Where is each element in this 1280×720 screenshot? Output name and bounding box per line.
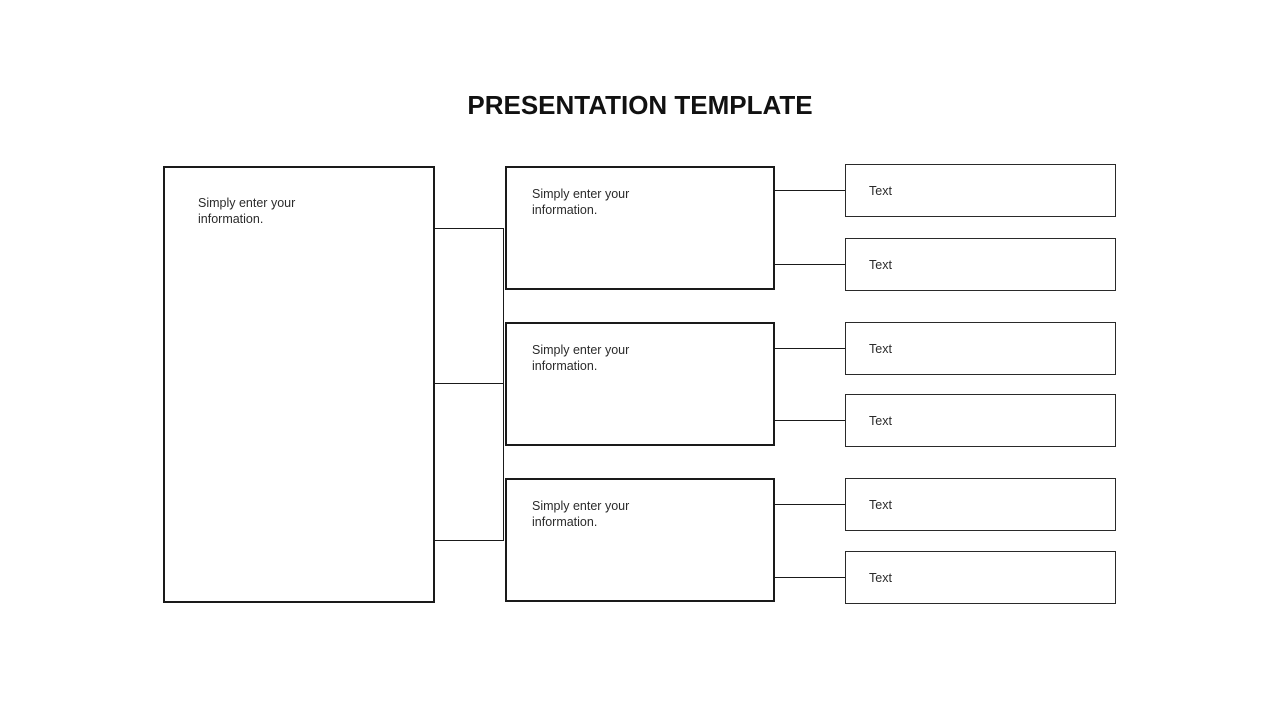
connector-text-1 [775, 190, 845, 191]
slide-title[interactable]: PRESENTATION TEMPLATE [467, 90, 813, 120]
connector-text-3 [775, 348, 845, 349]
text-box-2-label: Text [869, 257, 892, 272]
main-info-box-text: Simply enter your information. [198, 196, 296, 226]
text-box-6[interactable]: Text [845, 551, 1116, 604]
connector-text-2 [775, 264, 845, 265]
connector-stub-1 [435, 228, 504, 229]
sub-info-box-3-text: Simply enter your information. [532, 499, 630, 529]
text-box-5[interactable]: Text [845, 478, 1116, 531]
sub-info-box-2-text: Simply enter your information. [532, 343, 630, 373]
text-box-1-label: Text [869, 183, 892, 198]
text-box-5-label: Text [869, 497, 892, 512]
text-box-1[interactable]: Text [845, 164, 1116, 217]
text-box-6-label: Text [869, 570, 892, 585]
text-box-3[interactable]: Text [845, 322, 1116, 375]
connector-spine [503, 228, 504, 541]
main-info-box[interactable]: Simply enter your information. [163, 166, 435, 603]
connector-text-5 [775, 504, 845, 505]
text-box-3-label: Text [869, 341, 892, 356]
text-box-4[interactable]: Text [845, 394, 1116, 447]
connector-text-6 [775, 577, 845, 578]
connector-text-4 [775, 420, 845, 421]
sub-info-box-2[interactable]: Simply enter your information. [505, 322, 775, 446]
connector-stub-3 [435, 540, 504, 541]
sub-info-box-1-text: Simply enter your information. [532, 187, 630, 217]
text-box-2[interactable]: Text [845, 238, 1116, 291]
connector-stub-2 [435, 383, 504, 384]
sub-info-box-1[interactable]: Simply enter your information. [505, 166, 775, 290]
text-box-4-label: Text [869, 413, 892, 428]
sub-info-box-3[interactable]: Simply enter your information. [505, 478, 775, 602]
